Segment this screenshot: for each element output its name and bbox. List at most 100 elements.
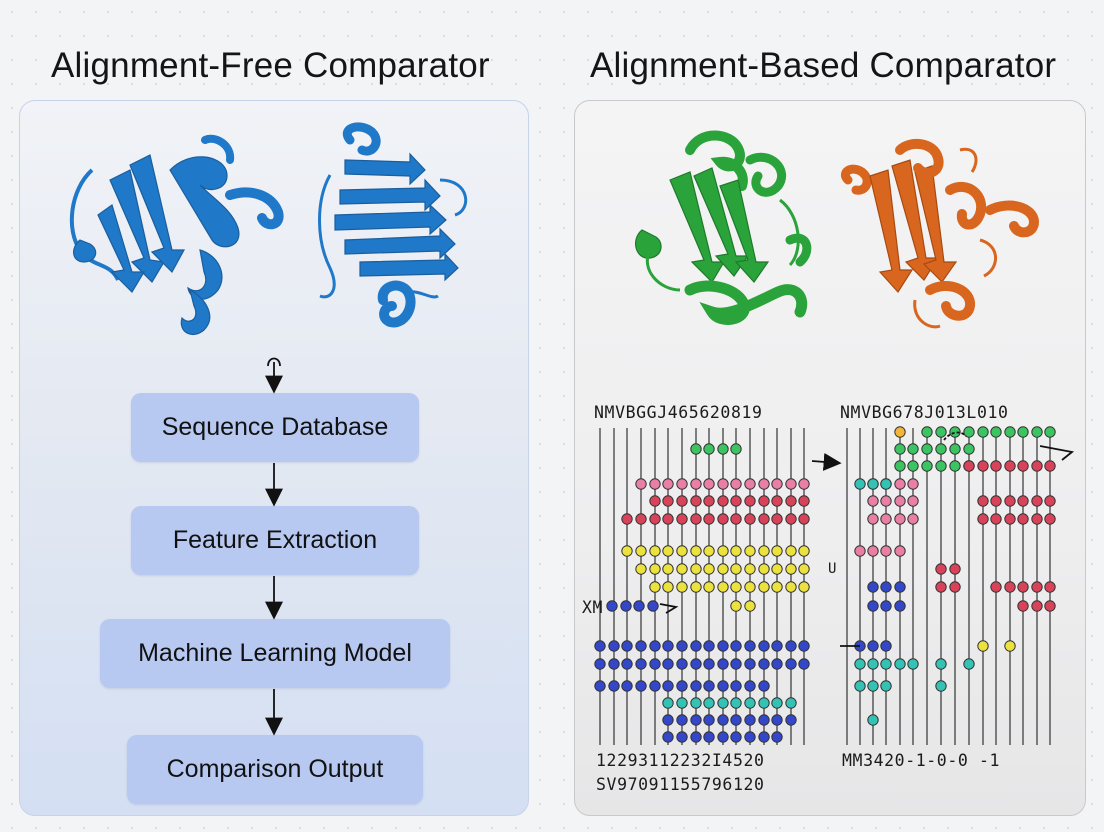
step-sequence-database: Sequence Database xyxy=(131,393,419,462)
alignment-dot xyxy=(662,495,674,507)
alignment-dot xyxy=(894,478,906,490)
alignment-dot xyxy=(690,478,702,490)
alignment-dot xyxy=(1017,495,1029,507)
alignment-dot xyxy=(744,581,756,593)
alignment-dot xyxy=(758,640,770,652)
alignment-dot xyxy=(785,714,797,726)
alignment-dot xyxy=(703,495,715,507)
alignment-dot xyxy=(758,495,770,507)
alignment-dot xyxy=(690,545,702,557)
alignment-dot xyxy=(703,443,715,455)
alignment-dot xyxy=(635,640,647,652)
alignment-dot xyxy=(894,545,906,557)
alignment-side-label: XM xyxy=(582,598,604,617)
alignment-dot xyxy=(990,495,1002,507)
alignment-dot xyxy=(635,545,647,557)
alignment-dot xyxy=(935,680,947,692)
alignment-dot xyxy=(867,658,879,670)
alignment-dot xyxy=(703,545,715,557)
alignment-dot xyxy=(662,731,674,743)
alignment-dot xyxy=(990,581,1002,593)
alignment-dot xyxy=(880,640,892,652)
alignment-dot xyxy=(894,460,906,472)
alignment-dot xyxy=(867,478,879,490)
alignment-dot xyxy=(758,581,770,593)
alignment-dot xyxy=(690,680,702,692)
alignment-dot xyxy=(785,513,797,525)
alignment-dot xyxy=(717,680,729,692)
alignment-dot xyxy=(744,600,756,612)
alignment-dot xyxy=(977,426,989,438)
alignment-dot xyxy=(676,640,688,652)
alignment-dot xyxy=(785,640,797,652)
alignment-dot xyxy=(949,460,961,472)
alignment-dot xyxy=(717,731,729,743)
alignment-dot xyxy=(758,545,770,557)
alignment-dot xyxy=(703,563,715,575)
alignment-dot xyxy=(771,478,783,490)
alignment-dot xyxy=(867,581,879,593)
alignment-dot xyxy=(703,478,715,490)
alignment-dot xyxy=(676,478,688,490)
alignment-dot xyxy=(621,640,633,652)
alignment-dot xyxy=(594,680,606,692)
alignment-dot xyxy=(620,600,632,612)
alignment-dot xyxy=(744,658,756,670)
alignment-dot xyxy=(1044,600,1056,612)
alignment-dot xyxy=(798,513,810,525)
alignment-dot xyxy=(717,697,729,709)
alignment-dot xyxy=(703,697,715,709)
alignment-dot xyxy=(758,513,770,525)
alignment-dot xyxy=(867,600,879,612)
alignment-dot xyxy=(854,478,866,490)
alignment-dot xyxy=(744,714,756,726)
alignment-dot xyxy=(921,460,933,472)
alignment-dot xyxy=(880,478,892,490)
alignment-dot xyxy=(880,680,892,692)
alignment-dot xyxy=(717,563,729,575)
alignment-dot xyxy=(785,563,797,575)
alignment-dot xyxy=(676,714,688,726)
alignment-dot xyxy=(662,640,674,652)
alignment-dot xyxy=(744,731,756,743)
protein-structure-blue-1 xyxy=(69,134,284,335)
alignment-dot xyxy=(635,680,647,692)
left-panel-title: Alignment-Free Comparator xyxy=(51,46,490,85)
alignment-dot xyxy=(662,658,674,670)
alignment-dot xyxy=(977,460,989,472)
alignment-dot xyxy=(621,658,633,670)
alignment-dot xyxy=(621,680,633,692)
alignment-dot xyxy=(730,658,742,670)
alignment-dot xyxy=(690,658,702,670)
alignment-dot xyxy=(635,658,647,670)
alignment-dot xyxy=(785,581,797,593)
alignment-dot xyxy=(1017,581,1029,593)
alignment-dot xyxy=(744,640,756,652)
alignment-dot xyxy=(730,640,742,652)
alignment-dot xyxy=(730,478,742,490)
alignment-footer-right: MM3420-1-0-0 -1 xyxy=(842,751,1001,770)
alignment-dot xyxy=(730,600,742,612)
alignment-dot xyxy=(717,581,729,593)
alignment-dot xyxy=(676,731,688,743)
alignment-dot xyxy=(963,460,975,472)
alignment-dot xyxy=(703,513,715,525)
alignment-dot xyxy=(867,680,879,692)
alignment-dot xyxy=(990,513,1002,525)
alignment-dot xyxy=(894,513,906,525)
alignment-dot xyxy=(744,680,756,692)
alignment-dot xyxy=(854,658,866,670)
alignment-footer-left-1: 12293112232I4520 xyxy=(596,751,765,770)
alignment-dot xyxy=(730,581,742,593)
alignment-dot xyxy=(676,680,688,692)
alignment-dot xyxy=(608,658,620,670)
alignment-dot xyxy=(1044,581,1056,593)
alignment-header-left: NMVBGGJ465620819 xyxy=(594,403,763,422)
alignment-dot xyxy=(730,443,742,455)
alignment-dot xyxy=(867,640,879,652)
alignment-dot xyxy=(730,545,742,557)
alignment-dot xyxy=(771,513,783,525)
alignment-dot xyxy=(649,658,661,670)
protein-structure-green xyxy=(634,130,812,325)
alignment-dot xyxy=(785,478,797,490)
